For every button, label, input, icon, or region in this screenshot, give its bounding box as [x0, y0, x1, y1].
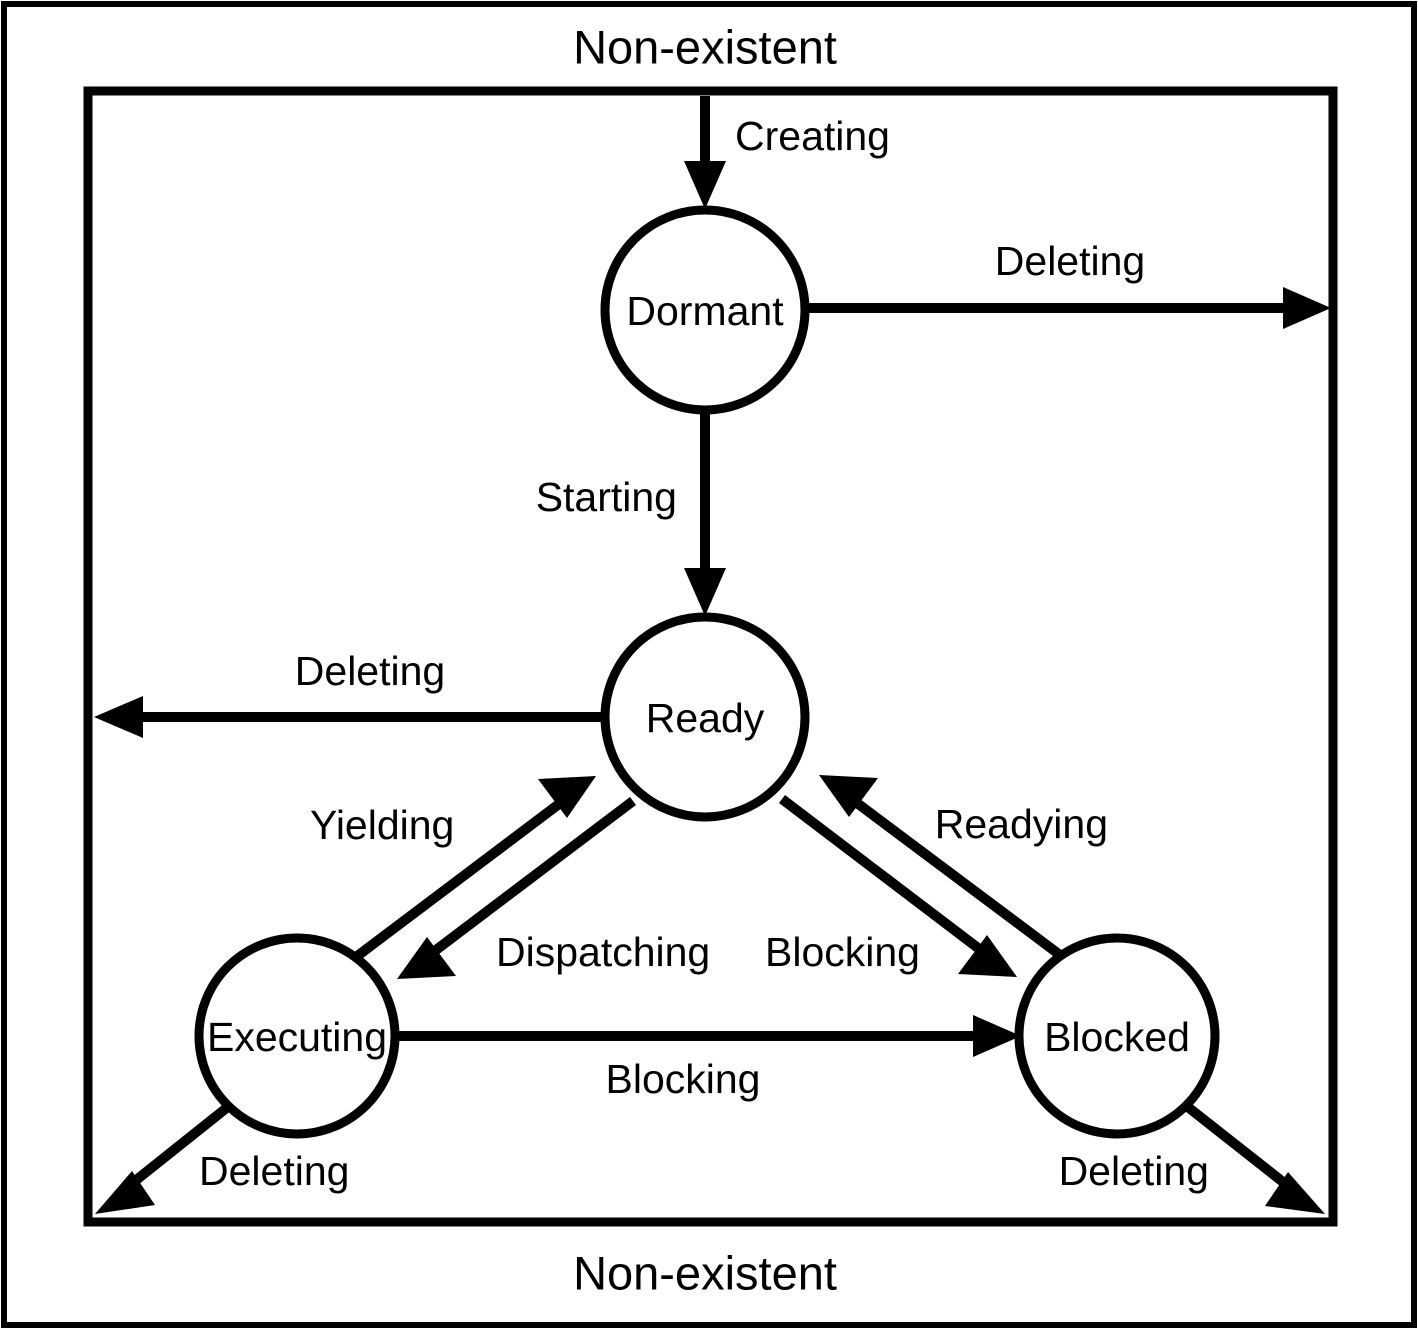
transition-yielding-line [352, 800, 563, 961]
transition-readying: Readying [819, 775, 1108, 960]
transition-dispatching-arrowhead [397, 937, 456, 979]
transition-label-executing-blocking: Blocking [606, 1056, 761, 1102]
state-label-dormant: Dormant [626, 288, 784, 334]
transition-ready-blocking-arrowhead [958, 935, 1017, 977]
transition-starting: Starting [536, 411, 726, 616]
transition-label-executing-deleting: Deleting [199, 1148, 349, 1194]
transition-label-starting: Starting [536, 474, 677, 520]
transition-label-yielding: Yielding [310, 802, 454, 848]
transition-label-ready-blocking: Blocking [765, 929, 920, 975]
transition-creating: Creating [684, 96, 890, 209]
transition-blocked-deleting-line [1180, 1100, 1287, 1186]
state-label-ready: Ready [646, 695, 765, 741]
region-label-non-existent-bottom: Non-existent [573, 1247, 837, 1300]
transition-executing-deleting: Deleting [95, 1102, 349, 1214]
transition-starting-arrowhead [684, 568, 726, 616]
transition-label-blocked-deleting: Deleting [1059, 1148, 1209, 1194]
state-circle-dormant[interactable] [600, 205, 810, 415]
state-circle-executing[interactable] [194, 933, 400, 1139]
transition-label-ready-deleting: Deleting [295, 648, 445, 694]
transition-ready-deleting-arrowhead [94, 696, 143, 738]
state-node-dormant[interactable]: Dormant [600, 205, 810, 415]
state-node-ready[interactable]: Ready [600, 612, 810, 822]
transition-executing-deleting-arrowhead [95, 1171, 155, 1214]
transition-ready-blocking: Blocking [765, 795, 1017, 977]
existence-boundary-box [83, 86, 1338, 1227]
transition-yielding: Yielding [310, 776, 596, 961]
transition-label-readying: Readying [935, 801, 1108, 847]
transition-label-dispatching: Dispatching [496, 929, 710, 975]
transition-yielding-arrowhead [538, 776, 596, 818]
transition-creating-arrowhead [684, 161, 726, 209]
region-label-non-existent-top: Non-existent [573, 21, 837, 74]
state-circle-ready[interactable] [600, 612, 810, 822]
transition-dormant-deleting-arrowhead [1283, 287, 1331, 329]
transition-executing-deleting-line [131, 1102, 233, 1185]
state-node-executing[interactable]: Executing [194, 933, 400, 1139]
state-node-blocked[interactable]: Blocked [1014, 933, 1220, 1139]
transition-ready-deleting: Deleting [94, 648, 605, 738]
transition-dispatching: Dispatching [397, 797, 710, 979]
transition-dispatching-line [432, 797, 637, 954]
state-label-blocked: Blocked [1044, 1014, 1190, 1060]
transition-readying-arrowhead [819, 775, 878, 817]
transition-executing-blocking: Blocking [398, 1015, 1021, 1102]
transition-label-creating: Creating [735, 113, 890, 159]
transition-executing-blocking-arrowhead [973, 1015, 1021, 1057]
transition-ready-blocking-line [778, 795, 982, 952]
transition-blocked-deleting: Deleting [1059, 1100, 1325, 1214]
state-circle-blocked[interactable] [1014, 933, 1220, 1139]
transition-readying-line [854, 798, 1063, 960]
state-label-executing: Executing [207, 1014, 387, 1060]
transition-label-dormant-deleting: Deleting [995, 238, 1145, 284]
transition-dormant-deleting: Deleting [806, 238, 1331, 329]
transition-blocked-deleting-arrowhead [1265, 1172, 1325, 1214]
